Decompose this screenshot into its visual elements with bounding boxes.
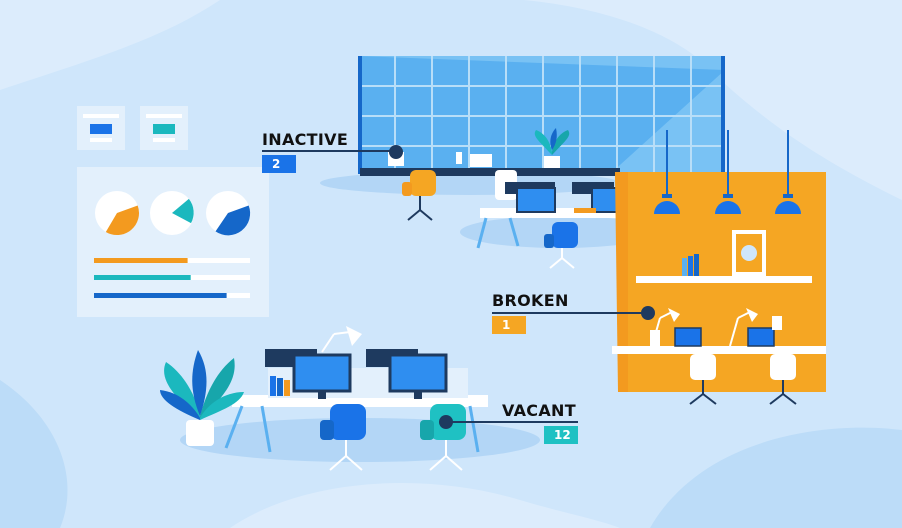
counter-desk	[360, 168, 620, 176]
pendant-lamp-icon	[654, 130, 680, 214]
monitor-icon	[388, 353, 448, 399]
callout-inactive	[262, 145, 403, 159]
progress-bar-teal	[94, 275, 191, 280]
potted-plant-icon	[160, 350, 244, 446]
status-count-vacant: 12	[544, 426, 578, 444]
office-chair-blue	[320, 404, 366, 471]
potted-plant-icon	[534, 128, 570, 168]
laptop-icon	[747, 327, 775, 347]
desk-cluster-front	[224, 326, 488, 453]
glass-wall	[358, 56, 725, 174]
background-blob	[650, 427, 902, 528]
monitor-icon	[470, 154, 492, 167]
pie-teal	[150, 191, 194, 235]
wall-shelf	[636, 276, 812, 283]
desk-lamp-icon	[321, 326, 362, 353]
callout-vacant	[439, 415, 578, 429]
kpi-tile-blue	[90, 124, 112, 134]
dashboard-widget	[77, 106, 269, 317]
marker-dot	[389, 145, 403, 159]
pendant-lamp-icon	[775, 130, 801, 214]
kpi-tile-teal	[153, 124, 175, 134]
desk-lamp-icon	[650, 308, 680, 347]
callout-broken	[492, 306, 655, 320]
pie-orange	[95, 191, 140, 236]
progress-bar-blue	[94, 293, 227, 298]
office-chair-blue	[544, 222, 578, 269]
pie-blue	[206, 191, 251, 236]
office-chair-white	[689, 354, 717, 405]
marker-dot	[439, 415, 453, 429]
pendant-lamp-icon	[715, 130, 741, 214]
marker-dot	[641, 306, 655, 320]
status-label-broken: BROKEN	[492, 291, 569, 310]
office-chair-orange	[402, 170, 436, 221]
office-chair-white	[769, 354, 797, 405]
desk-lamp-icon	[729, 308, 758, 347]
desk-orange-room	[612, 346, 826, 354]
status-count-broken: 1	[492, 316, 526, 334]
desk-cluster-middle	[476, 170, 630, 249]
background-blob	[0, 380, 68, 528]
picture-frame-icon	[732, 230, 766, 276]
orange-room	[612, 130, 826, 405]
status-label-vacant: VACANT	[502, 401, 576, 420]
status-label-inactive: INACTIVE	[262, 130, 349, 149]
office-chair-teal	[420, 404, 466, 471]
background-blob	[0, 0, 220, 90]
lamp-icon	[456, 152, 462, 164]
background-blob	[230, 483, 620, 528]
monitor-icon	[516, 187, 556, 213]
background-blob	[420, 0, 902, 200]
status-count-inactive: 2	[262, 155, 296, 173]
monitor-icon	[292, 353, 352, 399]
laptop-icon	[674, 327, 702, 347]
progress-bar-orange	[94, 258, 188, 263]
